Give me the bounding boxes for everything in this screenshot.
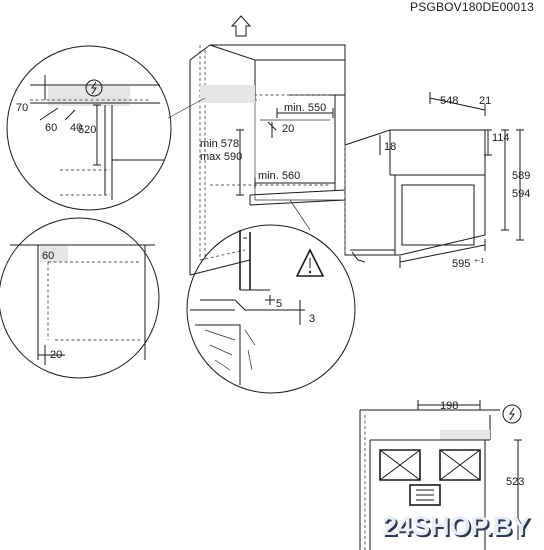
dim-60-bottom: 60: [42, 250, 54, 262]
warning-triangle-icon: [295, 248, 325, 277]
dim-20-cabinet: 20: [282, 123, 294, 135]
cabinet-dimensions: min. 550 20 min 578 max 590 min. 560: [200, 102, 336, 196]
dim-21: 21: [479, 95, 491, 107]
product-code: PSGBOV180DE00013: [410, 0, 534, 14]
detail-circle-bottom-center: 5 3: [186, 199, 356, 394]
dim-114: 114: [492, 132, 510, 144]
dim-min-578: min 578: [200, 138, 239, 150]
dim-3: 3: [309, 313, 315, 325]
dim-min-550: min. 550: [284, 102, 326, 114]
arrow-up-icon: [230, 15, 252, 37]
watermark: 24SHOP.BY: [382, 511, 530, 541]
dim-60-top: 60: [45, 122, 57, 134]
electric-plug-icon: [502, 404, 522, 424]
watermark-shadow: 24SHOP.BY: [384, 513, 532, 543]
dim-min-560: min. 560: [258, 170, 300, 182]
dim-20-bottom: 20: [50, 349, 62, 361]
dim-523: 523: [506, 476, 524, 488]
dim-5: 5: [276, 298, 282, 310]
dim-tolerance: +-1: [474, 258, 484, 265]
dim-max-590: max 590: [200, 151, 242, 163]
dim-40: 40: [70, 122, 82, 134]
dim-594: 594: [512, 188, 530, 200]
dim-70: 70: [16, 102, 28, 114]
plan-view: 198 523: [359, 400, 524, 550]
oven-drawing: [344, 129, 486, 263]
detail-circle-bottom-left: 60 20: [0, 217, 160, 379]
dim-198: 198: [440, 400, 458, 412]
hob-grate: [379, 449, 481, 506]
dim-18: 18: [384, 141, 396, 153]
electric-plug-icon: [85, 79, 103, 97]
dim-595: 595: [452, 258, 470, 270]
oven-dimensions: 548 21 114 18 589 594 595 +-1: [379, 92, 530, 270]
dim-520: 520: [78, 124, 96, 136]
dim-548: 548: [440, 95, 458, 107]
detail-circle-top-left: 70 60 40 520: [6, 45, 206, 211]
dim-589: 589: [512, 170, 530, 182]
